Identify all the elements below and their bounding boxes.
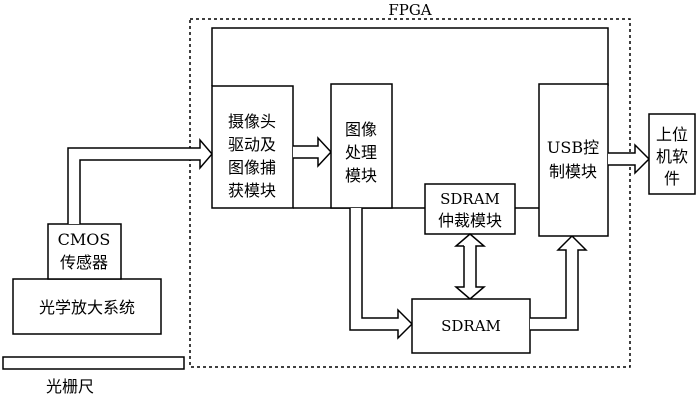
camera-module-line3: 图像捕 — [228, 158, 276, 177]
image-to-sdram-arrow — [349, 208, 414, 340]
camera-module-line1: 摄像头 — [228, 112, 276, 131]
host-software-block — [648, 113, 696, 195]
camera-capture-module — [211, 85, 294, 209]
sdram-block — [411, 298, 531, 354]
usb-module-line1: USB控 — [547, 138, 599, 157]
image-module-line2: 处理 — [345, 143, 377, 162]
host-line1: 上位 — [656, 125, 688, 144]
cmos-label-line2: 传感器 — [60, 253, 108, 272]
optics-block — [12, 278, 162, 335]
usb-to-host-arrow — [608, 143, 651, 175]
grating-ruler-label: 光栅尺 — [46, 377, 94, 396]
host-line3: 件 — [664, 169, 680, 188]
camera-module-line4: 获模块 — [228, 181, 276, 200]
cmos-label-line1: CMOS — [58, 230, 111, 249]
host-line2: 机软 — [656, 147, 688, 166]
sdram-label: SDRAM — [441, 317, 501, 335]
sdram-to-usb-arrow — [530, 234, 588, 331]
fpga-title: FPGA — [388, 1, 431, 19]
camera-module-line2: 驱动及 — [228, 135, 276, 154]
arbiter-line2: 仲裁模块 — [438, 211, 502, 230]
image-module-line1: 图像 — [345, 120, 377, 139]
fpga-boundary — [189, 18, 631, 368]
camera-to-image-arrow — [293, 136, 333, 168]
arbiter-sdram-bidirectional-arrow — [453, 233, 487, 300]
grating-ruler-bar — [2, 356, 185, 370]
top-bus-line — [211, 27, 609, 86]
optics-label: 光学放大系统 — [39, 298, 135, 317]
cmos-block — [47, 223, 122, 280]
image-processing-module — [330, 83, 393, 209]
usb-module-line2: 制模块 — [549, 162, 597, 181]
arbiter-line1: SDRAM — [440, 190, 500, 208]
image-module-line3: 模块 — [345, 166, 377, 185]
usb-control-module — [538, 83, 609, 237]
sdram-arbiter-module — [424, 183, 516, 235]
